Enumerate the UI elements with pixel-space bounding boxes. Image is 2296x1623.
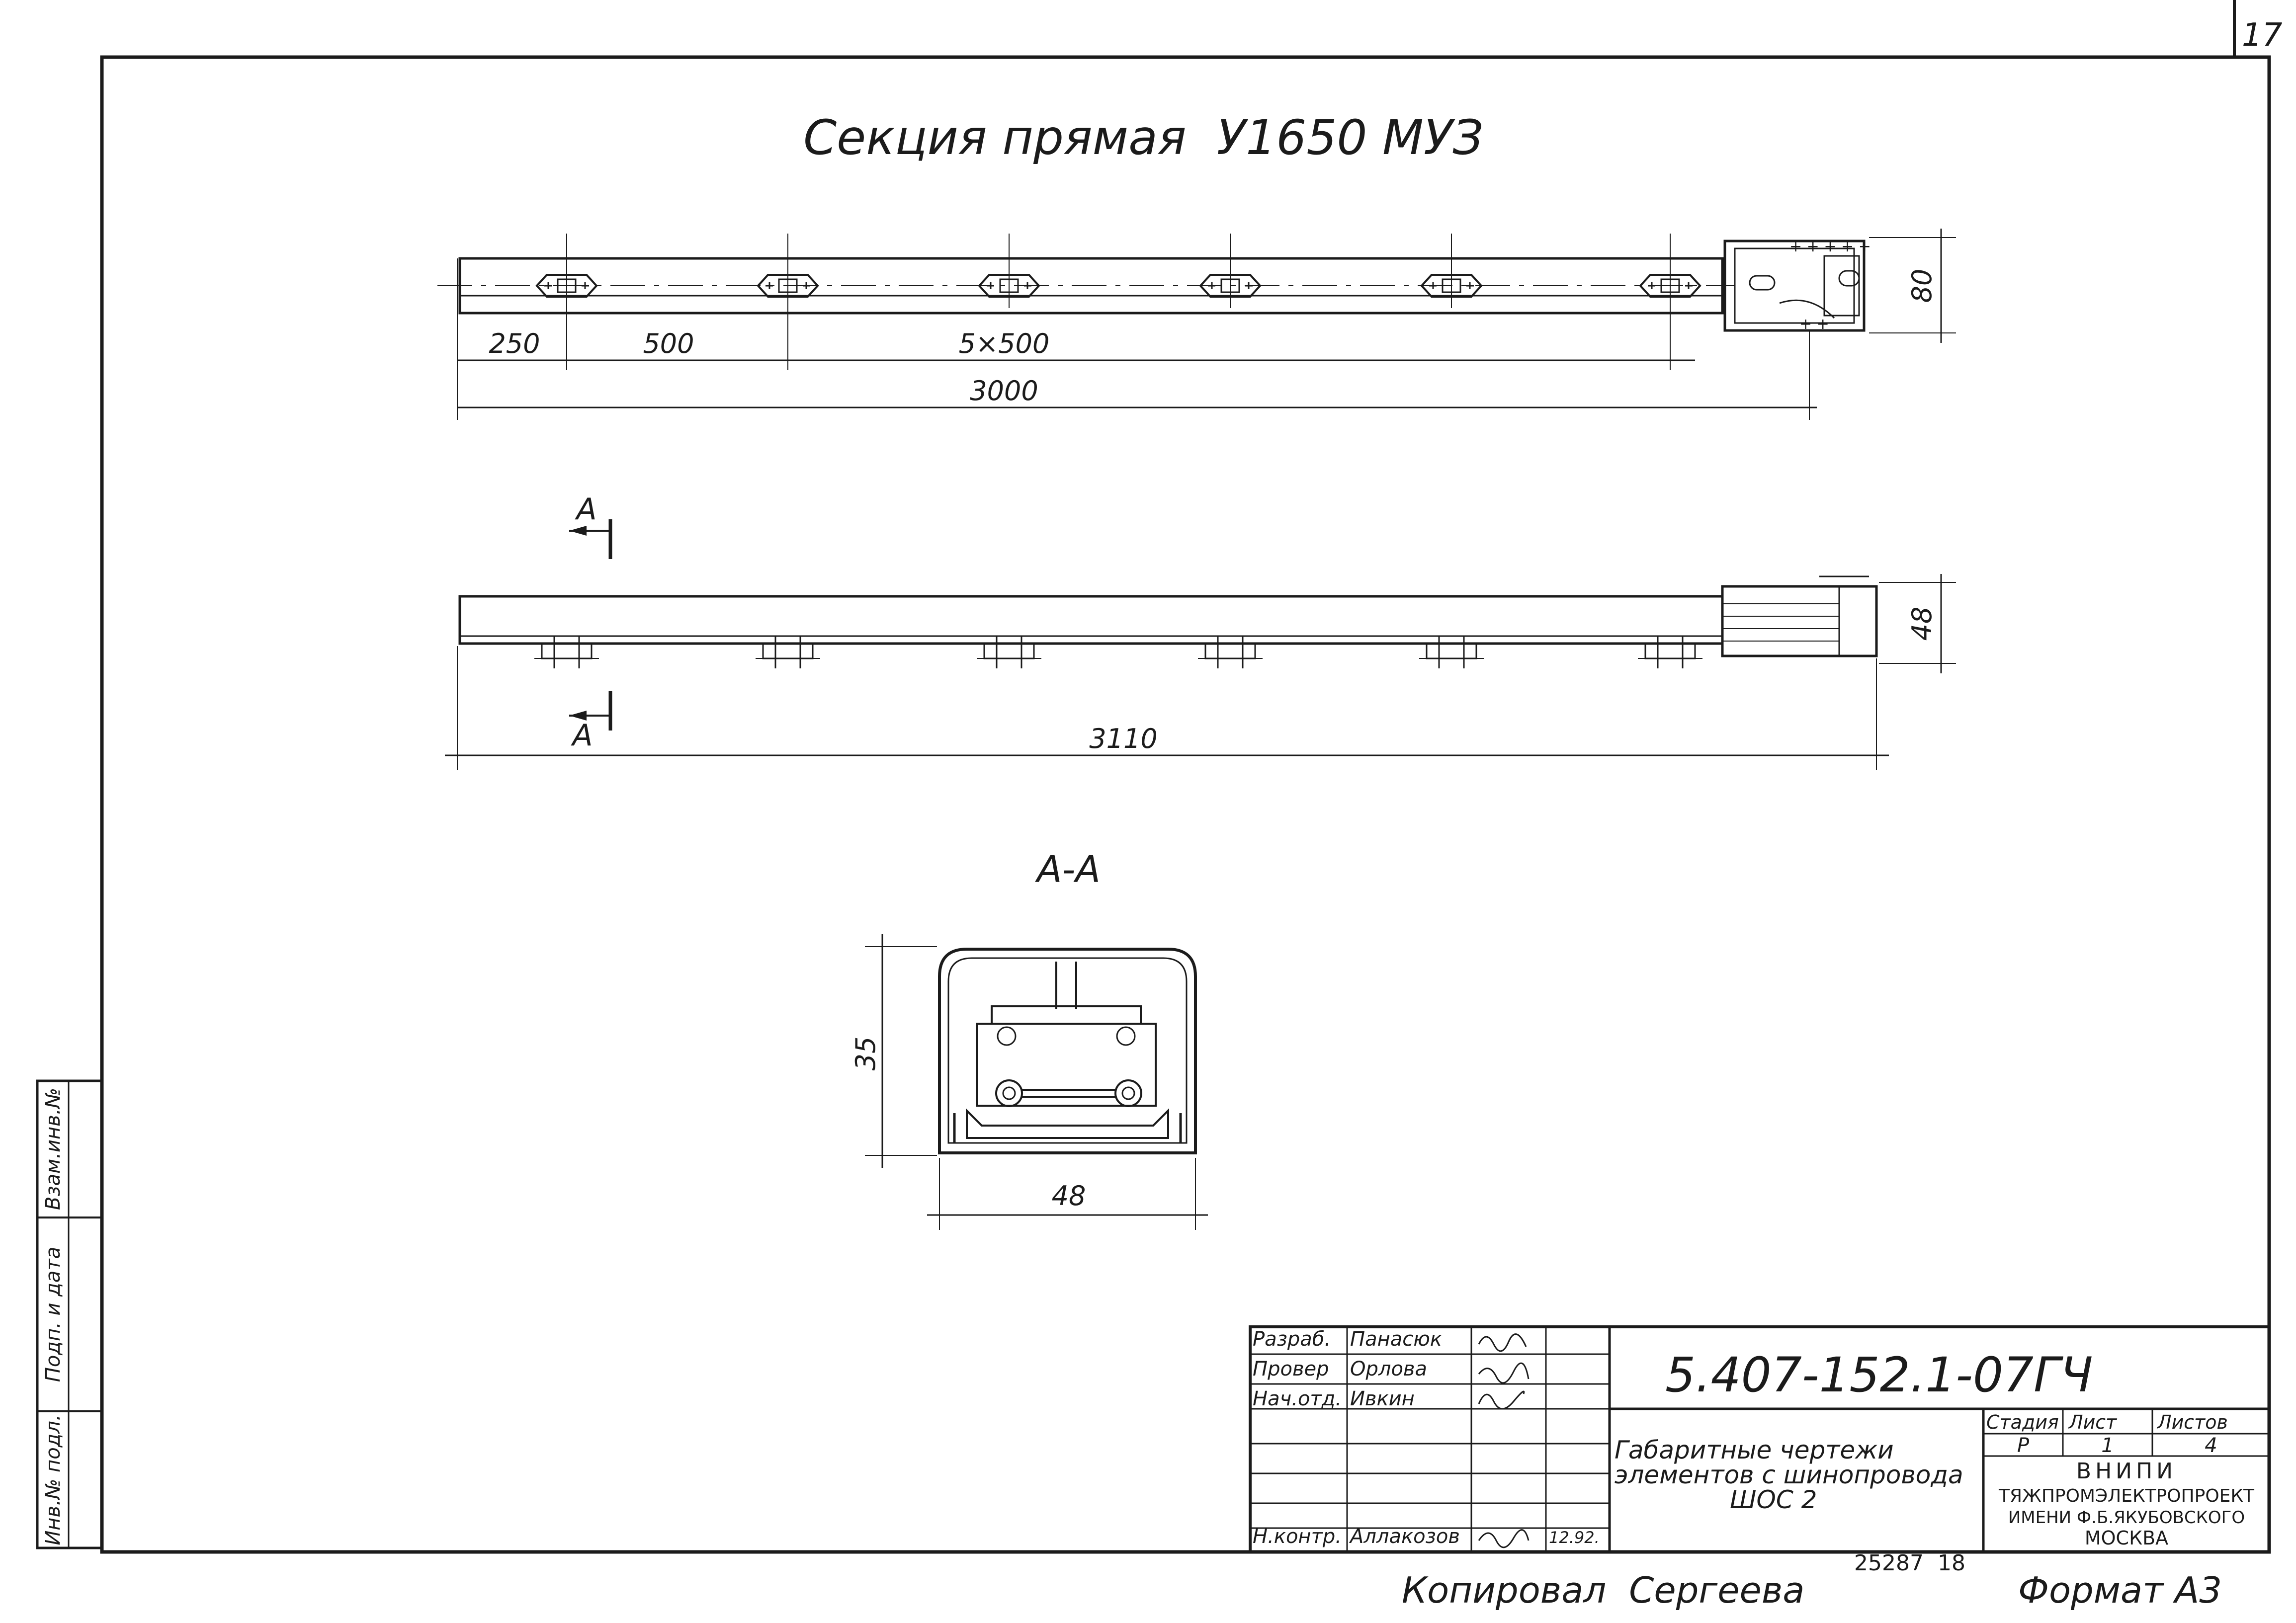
doc-title-1: Габаритные чертежи (1615, 1436, 1894, 1464)
role-n-kontr: Н.контр. (1253, 1525, 1342, 1548)
stamp-zam-inv: Взам.инв.№ (42, 1088, 65, 1210)
clamp (756, 636, 820, 668)
hdr-sheets: Листов (2156, 1411, 2228, 1433)
hdr-sheet: Лист (2068, 1411, 2118, 1433)
doc-title-2: элементов с шинопровода (1615, 1461, 1963, 1489)
section-letter-bottom: А (570, 718, 593, 753)
dim-48-section: 48 (1052, 1180, 1086, 1212)
name-nach-otd: Ивкин (1350, 1387, 1415, 1410)
contr-date: 12.92. (1549, 1528, 1600, 1547)
dim-3000: 3000 (970, 375, 1038, 406)
val-sheet: 1 (2101, 1434, 2114, 1457)
format: Формат А3 (2018, 1569, 2222, 1611)
top-view: + + + + + + + 250 500 5×500 3000 80 (437, 229, 1956, 420)
stamp-podp-data: Подп. и дата (42, 1247, 65, 1382)
section-marker-top: А (569, 492, 612, 559)
page-number: 17 (2242, 17, 2283, 54)
side-stamp: Взам.инв.№ Подп. и дата Инв.№ подл. (36, 1079, 103, 1549)
mounting-hole (1199, 234, 1262, 308)
signatures (1478, 1333, 1530, 1548)
dim-500: 500 (643, 328, 694, 359)
section-marker-bottom: А (569, 691, 612, 753)
val-stage: Р (2017, 1434, 2030, 1457)
role-prover: Провер (1253, 1358, 1329, 1380)
org-line-2: ТЯЖПРОМЭЛЕКТРОПРОЕКТ (1998, 1486, 2255, 1506)
svg-text:+ + + + +: + + + + + (1789, 238, 1871, 255)
end-connector: + + + + + + + (1723, 238, 1871, 333)
clamp (1638, 636, 1702, 668)
role-razrab: Разраб. (1253, 1328, 1331, 1351)
clamp (1419, 636, 1484, 668)
name-n-kontr: Аллакозов (1349, 1525, 1460, 1548)
section-view: А-А 35 48 (850, 848, 1208, 1230)
archive-number: 25287 18 (1854, 1550, 1965, 1576)
dim-3110: 3110 (1089, 723, 1157, 754)
mounting-hole (978, 234, 1040, 308)
dim-48-side: 48 (1906, 607, 1938, 641)
dim-80: 80 (1906, 269, 1938, 303)
org-line-1: ВНИПИ (2076, 1459, 2177, 1484)
name-razrab: Панасюк (1350, 1328, 1442, 1351)
section-title: А-А (1035, 848, 1101, 891)
title-block: Разраб. Провер Нач.отд. Н.контр. Панасюк… (1249, 1325, 2271, 1553)
org-line-3: ИМЕНИ Ф.Б.ЯКУБОВСКОГО (2008, 1508, 2245, 1528)
copied-by: Копировал Сергеева (1402, 1569, 1804, 1611)
clamp (1198, 636, 1263, 668)
side-connector (1721, 575, 1878, 657)
dim-250: 250 (489, 328, 540, 359)
svg-text:+ +: + + (1799, 316, 1829, 333)
org-line-4: МОСКВА (2085, 1527, 2168, 1549)
mounting-hole (1420, 234, 1483, 308)
doc-title-3: ШОС 2 (1730, 1485, 1817, 1514)
dim-5x500: 5×500 (959, 328, 1050, 359)
drawing-title: Секция прямая У1650 МУЗ (803, 110, 1483, 165)
side-view: А А 3110 48 (445, 492, 1956, 770)
section-letter-top: А (574, 492, 596, 527)
sheet-frame: 17 (100, 0, 2283, 1554)
clamp (534, 636, 599, 668)
clamp (977, 636, 1041, 668)
stamp-inv-podl: Инв.№ подл. (42, 1414, 65, 1545)
dim-35: 35 (850, 1037, 881, 1071)
designation: 5.407-152.1-07ГЧ (1665, 1347, 2093, 1403)
role-nach-otd: Нач.отд. (1253, 1387, 1342, 1410)
hdr-stage: Стадия (1986, 1411, 2059, 1433)
name-prover: Орлова (1350, 1358, 1427, 1380)
val-sheets: 4 (2205, 1434, 2217, 1457)
